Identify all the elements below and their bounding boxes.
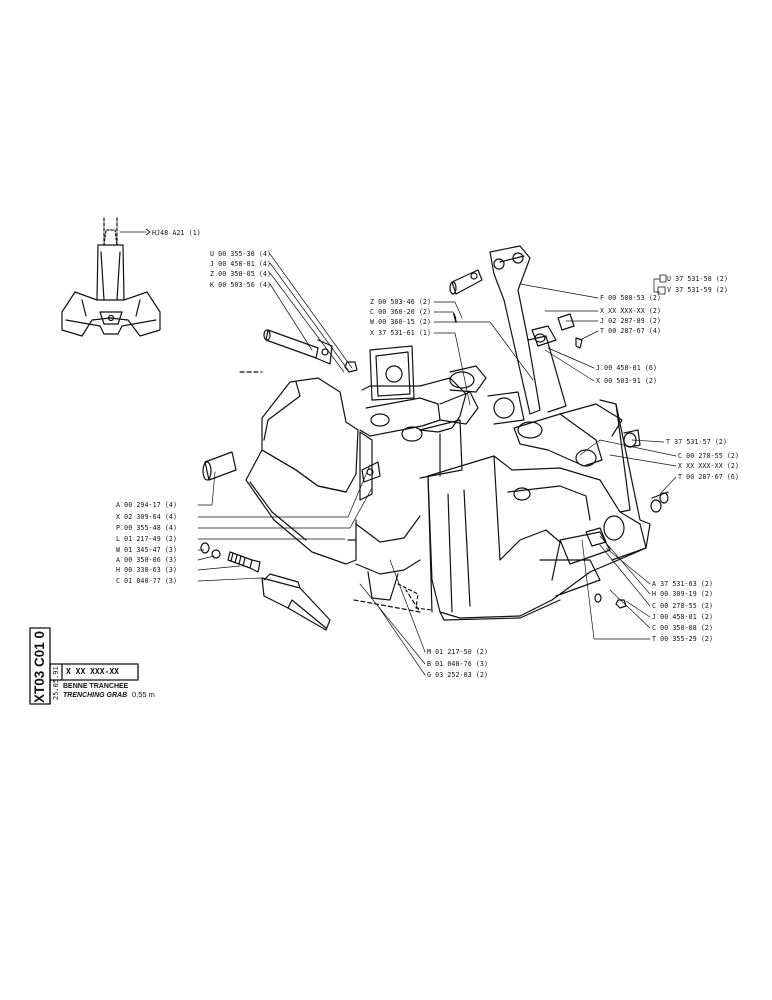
part-label: X XX XXX-XX (2) <box>678 462 740 470</box>
part-label: P 00 355-48 (4) <box>116 524 178 532</box>
ref-box-icons <box>657 274 667 295</box>
part-label: A 00 350-06 (3) <box>116 556 178 564</box>
part-label: H 00 338-63 (3) <box>116 566 178 574</box>
part-label: X 02 309-64 (4) <box>116 513 178 521</box>
part-label: J 00 458-01 (6) <box>596 364 658 372</box>
loose-parts <box>200 269 669 631</box>
part-label: Z 00 503-46 (2) <box>370 298 432 306</box>
part-label: T 00 287-67 (4) <box>600 327 662 335</box>
title-french: BENNE TRANCHEE <box>63 683 129 690</box>
part-label: J 02 287-89 (2) <box>600 317 662 325</box>
part-label: A 37 531-63 (2) <box>652 580 714 588</box>
part-label: X XX XXX-XX (2) <box>600 307 662 315</box>
part-label: W 00 360-15 (2) <box>370 318 432 326</box>
grab-capacity: 0,55 m <box>132 690 155 699</box>
part-label: F 00 500-53 (2) <box>600 294 662 302</box>
part-label: T 00 287-67 (6) <box>678 473 740 481</box>
part-label: B 01 040-76 (3) <box>427 660 489 668</box>
inset-callout-label: HJ48 A21 (1) <box>152 229 201 237</box>
part-label: V 37 531-59 (2) <box>667 286 729 294</box>
reference-code: X XX XXX-XX <box>66 667 119 676</box>
part-label: H 00 309-19 (2) <box>652 590 714 598</box>
part-label: U 00 355-30 (4) <box>210 250 272 258</box>
part-label: U 37 531-58 (2) <box>667 275 729 283</box>
part-label: Z 00 350-05 (4) <box>210 270 272 278</box>
drawing-code: XT03 C01 0 <box>32 630 47 703</box>
part-label: W 01 345-47 (3) <box>116 546 178 554</box>
part-label: C 01 040-77 (3) <box>116 577 178 585</box>
title-block-frame <box>29 627 139 705</box>
part-label: J 00 458-01 (2) <box>652 613 714 621</box>
part-label: J 00 458-01 (4) <box>210 260 272 268</box>
part-label: K 00 503-56 (4) <box>210 281 272 289</box>
title-english: TRENCHING GRAB <box>63 692 128 699</box>
part-label: T 37 531-57 (2) <box>666 438 728 446</box>
part-label: X 00 503-91 (2) <box>596 377 658 385</box>
grab-body <box>245 245 651 621</box>
drawing-date-code: 25.05.91 <box>52 666 60 700</box>
part-label: C 00 278-55 (2) <box>652 602 714 610</box>
part-label: G 03 252-03 (2) <box>427 671 489 679</box>
part-label: X 37 531-61 (1) <box>370 329 432 337</box>
part-label: C 00 278-55 (2) <box>678 452 740 460</box>
part-label: C 00 350-08 (2) <box>652 624 714 632</box>
part-label: A 00 294-17 (4) <box>116 501 178 509</box>
part-label: L 01 217-49 (2) <box>116 535 178 543</box>
leader-lines <box>197 253 677 676</box>
inset-grab-thumbnail <box>61 217 161 337</box>
part-label: M 01 217-50 (2) <box>427 648 489 656</box>
part-label: C 00 360-20 (2) <box>370 308 432 316</box>
part-label: T 00 355-29 (2) <box>652 635 714 643</box>
